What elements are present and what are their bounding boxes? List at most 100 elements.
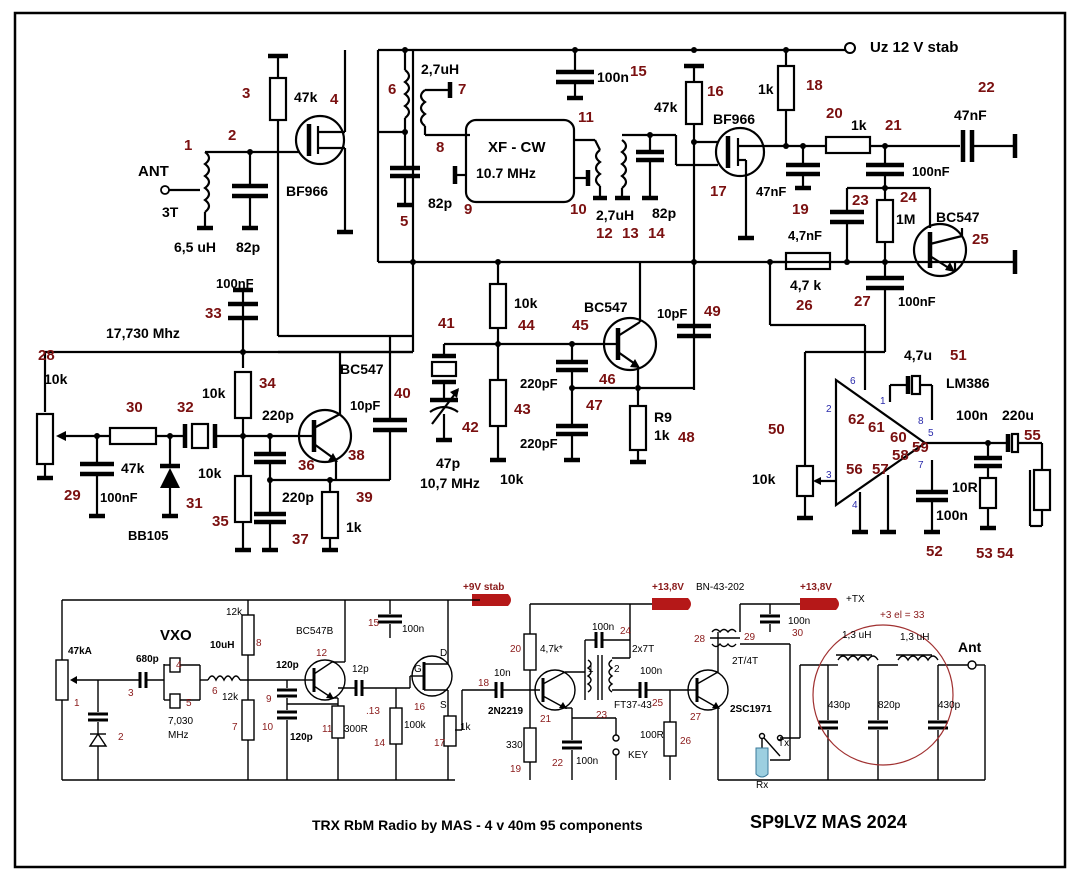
c19-value: 47nF — [756, 184, 786, 199]
ref-num: 4 — [330, 91, 339, 108]
svg-text:20: 20 — [510, 644, 522, 655]
ref-num: 25 — [972, 231, 989, 248]
r7-value: 12k — [222, 692, 239, 703]
svg-text:1: 1 — [74, 698, 80, 709]
r24-value: 1M — [896, 211, 915, 227]
svg-text:22: 22 — [552, 758, 564, 769]
svg-text:29: 29 — [744, 632, 756, 643]
ref-num: 18 — [806, 77, 823, 94]
c15-value: 100n — [402, 624, 424, 635]
ref-num: 27 — [854, 293, 871, 310]
ref-num: 8 — [436, 139, 444, 156]
ref-num: 1 — [184, 137, 192, 154]
r16-value: 47k — [654, 99, 678, 115]
c15-value: 100n — [597, 69, 629, 85]
c21-value: 100nF — [912, 164, 950, 179]
pin-label: 8 — [918, 416, 924, 427]
lpf-note: +3 el = 33 — [880, 610, 925, 621]
ic-type: LM386 — [946, 375, 990, 391]
c820: 820p — [878, 700, 901, 711]
svg-text:16: 16 — [414, 702, 426, 713]
ref-num: 24 — [900, 189, 917, 206]
ref-num: 58 — [892, 447, 909, 464]
ref-num: 38 — [348, 447, 365, 464]
ref-num: 15 — [630, 63, 647, 80]
c33-value: 100nF — [216, 276, 254, 291]
ref-num: 12 — [596, 225, 613, 242]
ref-num: 35 — [212, 513, 229, 530]
c9-value: 120p — [276, 660, 299, 671]
svg-text:28: 28 — [694, 634, 706, 645]
top-labels: ANT 3T 6,5 uH 82p 47k BF966 2,7uH XF - C… — [44, 39, 1034, 543]
ref-num: 48 — [678, 429, 695, 446]
c22-value: 47nF — [954, 107, 987, 123]
c14-value: 82p — [652, 205, 676, 221]
ref-num: 60 — [890, 429, 907, 446]
svg-text:.13: .13 — [366, 706, 380, 717]
ant-turns: 3T — [162, 204, 179, 220]
svg-text:4: 4 — [176, 660, 182, 671]
svg-text:1: 1 — [588, 664, 594, 675]
supply-13v8-b: +13,8V — [800, 582, 832, 593]
svg-text:14: 14 — [374, 738, 386, 749]
svg-text:2: 2 — [614, 664, 620, 675]
ref-num: 9 — [464, 201, 472, 218]
ref-num: 34 — [259, 375, 276, 392]
r18-value: 1k — [758, 81, 774, 97]
ref-num: 53 54 — [976, 545, 1014, 562]
ref-num: 10 — [570, 201, 587, 218]
svg-text:12: 12 — [316, 648, 328, 659]
tx-switch-label: Tx — [778, 738, 789, 749]
ref-num: 21 — [885, 117, 902, 134]
ref-num: 17 — [710, 183, 727, 200]
svg-text:27: 27 — [690, 712, 702, 723]
c47-value: 220pF — [520, 436, 558, 451]
q21-type: 2N2219 — [488, 706, 523, 717]
xtal-freq-2: MHz — [168, 730, 189, 741]
svg-text:19: 19 — [510, 764, 522, 775]
ref-num: 32 — [177, 399, 194, 416]
pin-label: 1 — [880, 396, 886, 407]
l2-value: 1,3 uH — [900, 632, 929, 643]
ref-num: 5 — [400, 213, 408, 230]
osc-freq: 17,730 Mhz — [106, 325, 180, 341]
ref-num: 61 — [868, 419, 885, 436]
ref-num: 41 — [438, 315, 455, 332]
svg-text:24: 24 — [620, 626, 632, 637]
c13-value: 12p — [352, 664, 369, 675]
ref-num: 62 — [848, 411, 865, 428]
xf-line1: XF - CW — [488, 139, 546, 156]
r17-value: 1k — [460, 722, 472, 733]
c59-value: 100n — [956, 407, 988, 423]
t23-turns: 2x7T — [632, 644, 654, 655]
svg-text:8: 8 — [256, 638, 262, 649]
ref-num: 43 — [514, 401, 531, 418]
rx-label: Rx — [756, 780, 768, 791]
ref-num: 51 — [950, 347, 967, 364]
ref-num: 31 — [186, 495, 203, 512]
c40-value: 10pF — [350, 398, 380, 413]
svg-text:6: 6 — [212, 686, 218, 697]
pin-label: 2 — [826, 404, 832, 415]
d31-type: BB105 — [128, 528, 168, 543]
svg-text:17: 17 — [434, 738, 446, 749]
r30-value: 47k — [121, 460, 145, 476]
c29-value: 100nF — [100, 490, 138, 505]
bottom-wiring — [55, 594, 986, 781]
r48-name: R9 — [654, 409, 672, 425]
r44-value: 10k — [514, 295, 538, 311]
ref-num: 52 — [926, 543, 943, 560]
ref-num: 22 — [978, 79, 995, 96]
ref-num: 30 — [126, 399, 143, 416]
r35-value: 10k — [198, 465, 222, 481]
ant-out: Ant — [958, 639, 982, 655]
r53-value: 10R — [952, 479, 978, 495]
c46a-value: 220pF — [520, 376, 558, 391]
c51-value: 4,7u — [904, 347, 932, 363]
svg-text:7: 7 — [232, 722, 238, 733]
q38-type: BC547 — [340, 361, 384, 377]
q45-type: BC547 — [584, 299, 628, 315]
svg-text:15: 15 — [368, 618, 380, 629]
l6-value: 2,7uH — [421, 61, 459, 77]
svg-text:21: 21 — [540, 714, 552, 725]
